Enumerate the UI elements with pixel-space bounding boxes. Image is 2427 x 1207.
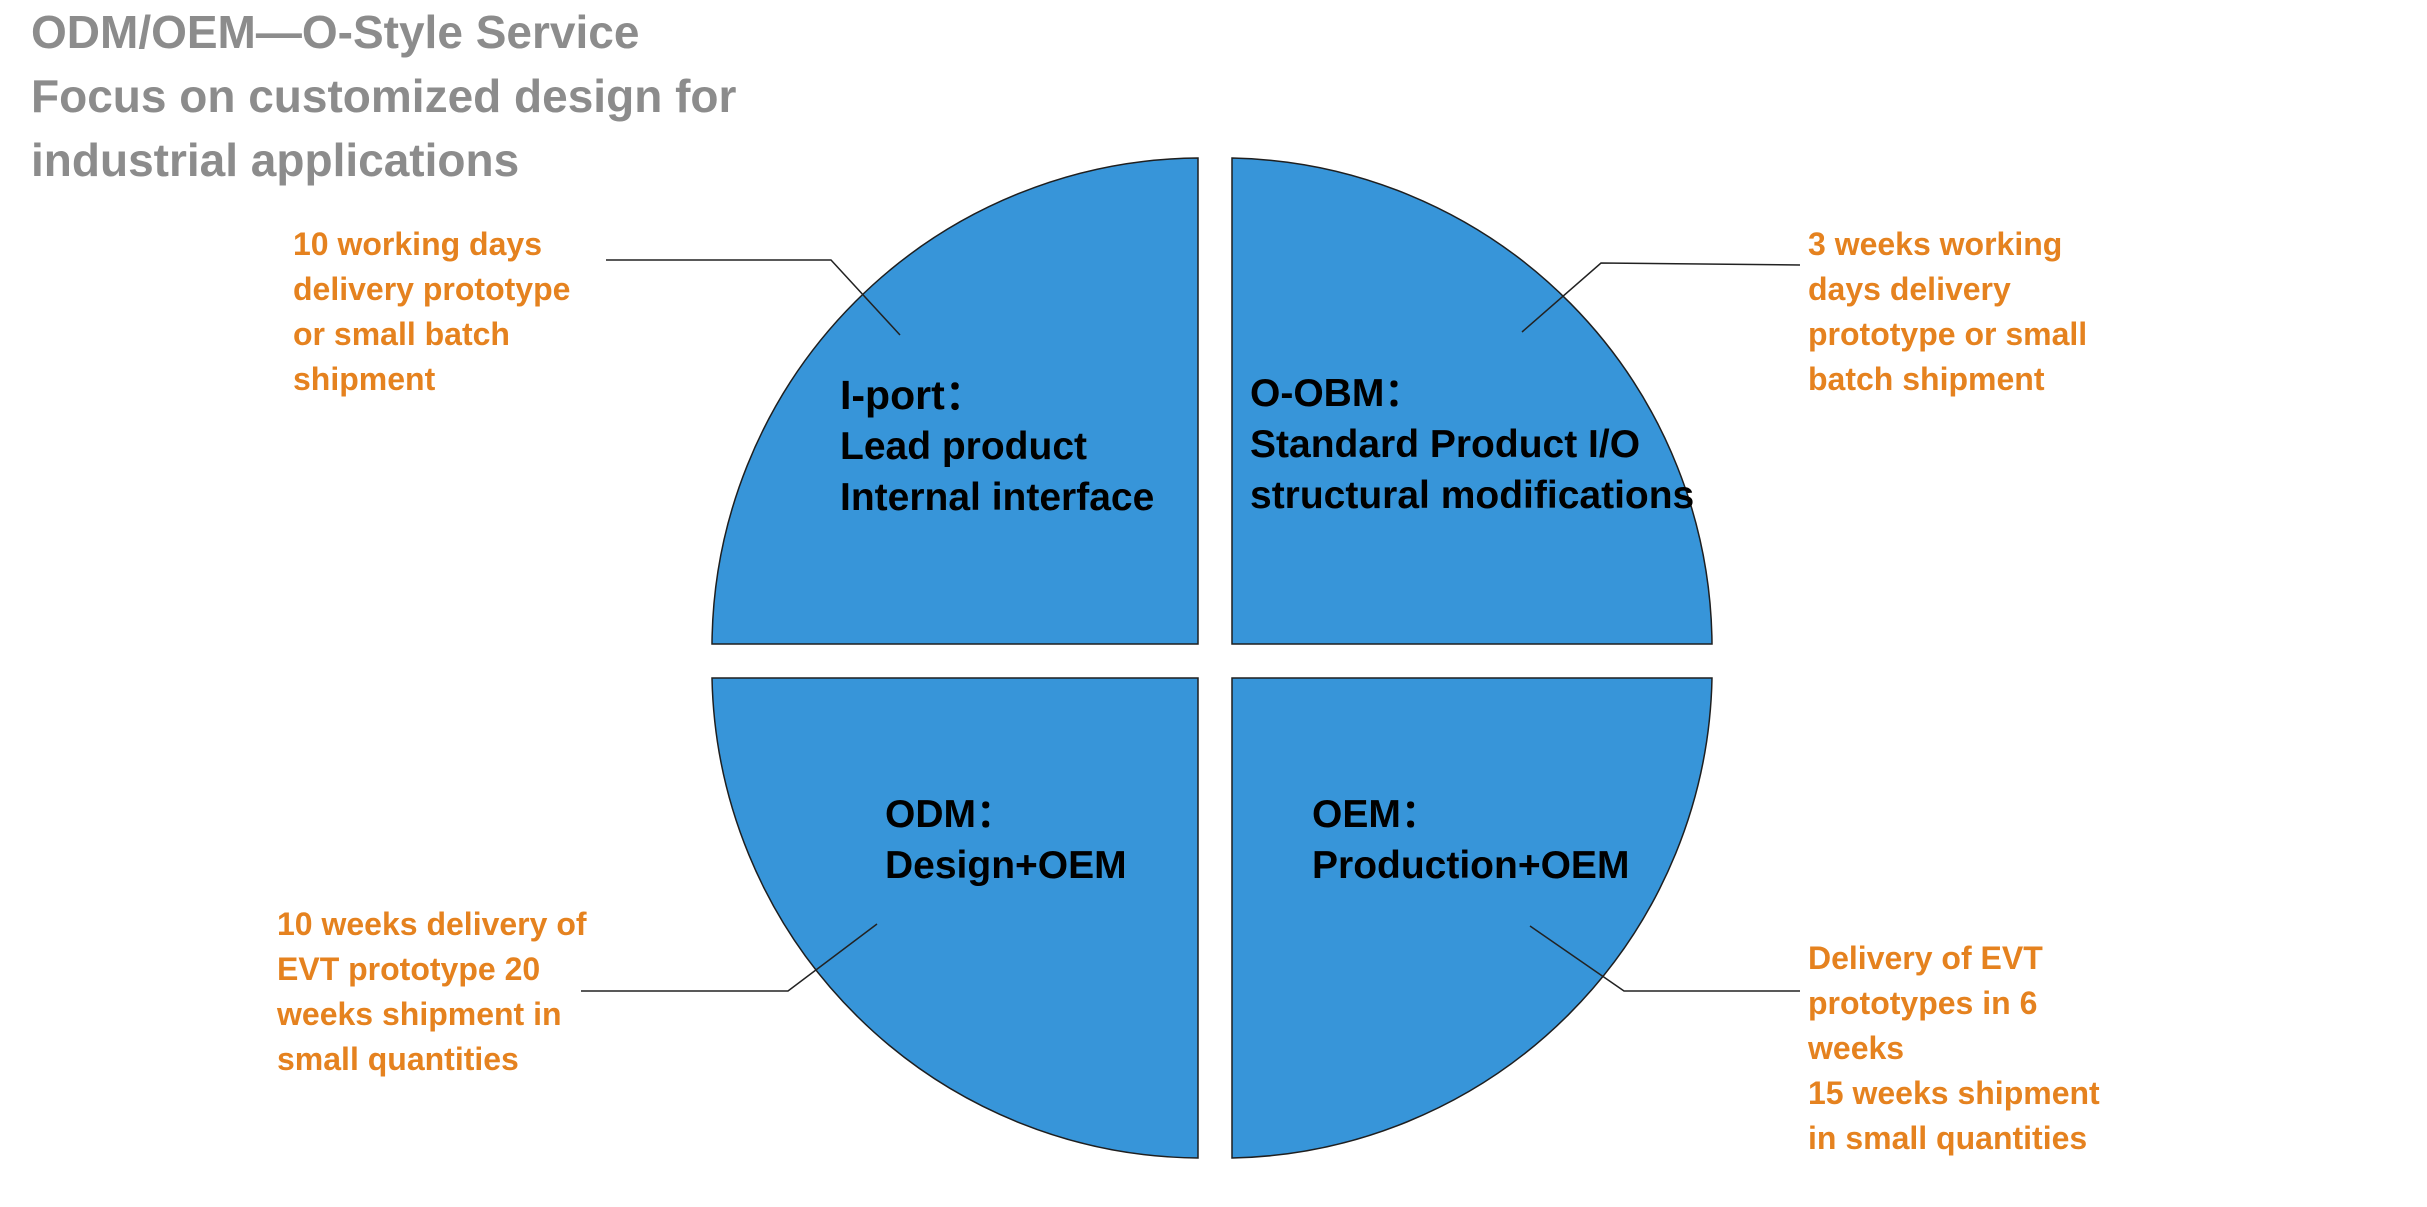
quadrant-top-left	[711, 157, 1199, 645]
title-line-1: ODM/OEM—O-Style Service	[31, 6, 640, 58]
quadrant-heading-iport: I-port：	[840, 372, 986, 418]
callout-top-left: 10 working days delivery prototype or sm…	[293, 222, 570, 402]
callout-line: in small quantities	[1808, 1120, 2088, 1156]
callout-line: small quantities	[277, 1041, 519, 1077]
callout-line: days delivery	[1808, 271, 2011, 307]
quadrant-text: Standard Product I/O	[1250, 423, 1641, 466]
title-line-3: industrial applications	[31, 134, 520, 186]
callout-top-right: 3 weeks working days delivery prototype …	[1808, 222, 2087, 402]
quadrant-label-top-left: I-port： Lead product Internal interface	[840, 370, 1154, 523]
leader-line-bottom-left	[581, 923, 878, 992]
callout-line: batch shipment	[1808, 361, 2045, 397]
callout-line: weeks shipment in	[277, 996, 562, 1032]
title-line-2: Focus on customized design for	[31, 70, 737, 122]
quadrant-text: Lead product	[840, 425, 1088, 468]
callout-line: EVT prototype 20	[277, 951, 541, 987]
callout-line: delivery prototype	[293, 271, 571, 307]
quadrant-label-top-right: O-OBM： Standard Product I/O structural m…	[1250, 368, 1694, 521]
quadrant-heading-odm: ODM：	[885, 793, 1015, 836]
callout-line: prototype or small	[1808, 316, 2088, 352]
quadrant-label-bottom-right: OEM： Production+OEM	[1312, 789, 1629, 891]
callout-line: 3 weeks working	[1808, 226, 2063, 262]
callout-line: 10 weeks delivery of	[277, 906, 587, 942]
callout-line: prototypes in 6	[1808, 985, 2038, 1021]
callout-line: Delivery of EVT	[1808, 940, 2043, 976]
quadrant-text: structural modifications	[1250, 474, 1695, 517]
quadrant-bottom-left	[711, 677, 1199, 1159]
callout-line: shipment	[293, 361, 436, 397]
quadrant-text: Internal interface	[840, 476, 1155, 519]
leader-line-top-left	[606, 259, 901, 336]
leader-line-top-right	[1521, 262, 1801, 333]
callout-line: or small batch	[293, 316, 510, 352]
leader-line-bottom-right	[1529, 925, 1800, 992]
quadrant-heading-oobm: O-OBM：	[1250, 372, 1424, 415]
quadrant-top-right	[1231, 157, 1713, 645]
quadrant-label-bottom-left: ODM： Design+OEM	[885, 789, 1127, 891]
quadrant-heading-oem: OEM：	[1312, 793, 1440, 836]
callout-bottom-right: Delivery of EVT prototypes in 6 weeks 15…	[1808, 936, 2100, 1161]
quadrant-text: Design+OEM	[885, 844, 1127, 887]
callout-bottom-left: 10 weeks delivery of EVT prototype 20 we…	[277, 902, 587, 1082]
quadrant-text: Production+OEM	[1312, 844, 1630, 887]
callout-line: 10 working days	[293, 226, 542, 262]
callout-line: weeks	[1808, 1030, 1905, 1066]
quadrant-bottom-right	[1231, 677, 1713, 1159]
page-title: ODM/OEM—O-Style Service Focus on customi…	[31, 0, 736, 192]
callout-line: 15 weeks shipment	[1808, 1075, 2100, 1111]
